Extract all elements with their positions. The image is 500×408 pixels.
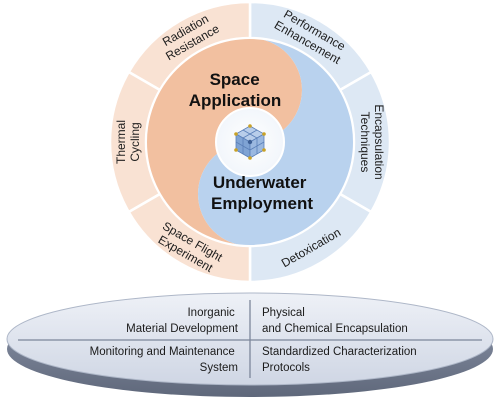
disc-top-right-label: Physical and Chemical Encapsulation [262, 307, 408, 335]
wheel: PerformanceEnhancementEncapsulationTechn… [108, 0, 392, 284]
disc-bottom-left-label: Monitoring and Maintenance System [90, 346, 238, 374]
center-crystal [215, 107, 285, 177]
ring-label-thermal: ThermalCycling [114, 120, 142, 164]
perovskite-crystal-icon [234, 124, 266, 160]
ring-label-encapsulation: EncapsulationTechniques [358, 104, 386, 179]
platform-disc: Inorganic Material Development Physical … [6, 292, 494, 397]
underwater-employment-label: Underwater Employment [211, 173, 313, 213]
disc-bottom-right-label: Standardized Characterization Protocols [262, 346, 420, 374]
space-application-label: Space Application [189, 70, 282, 110]
inner-divider-circle [145, 37, 355, 247]
disc-top-left-label: Inorganic Material Development [126, 307, 239, 335]
